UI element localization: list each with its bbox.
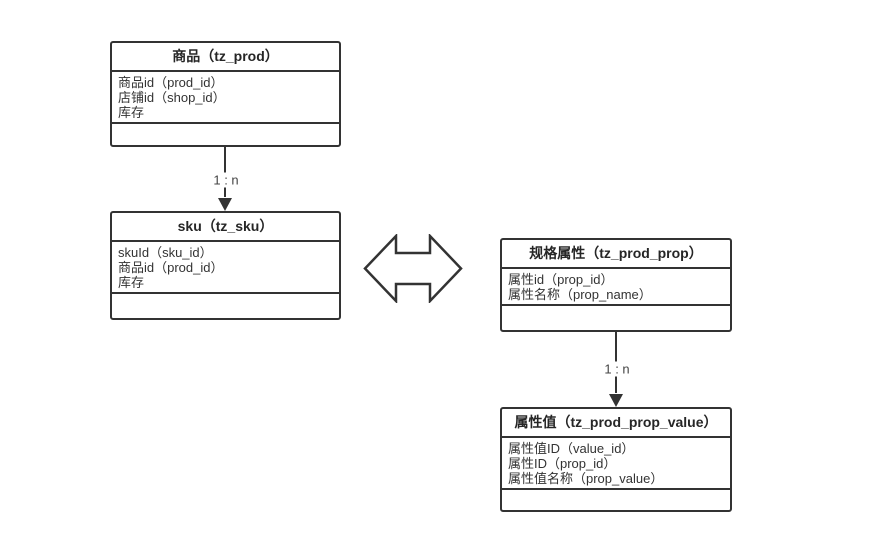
entity-field: 商品id（prod_id） (118, 75, 224, 90)
double-arrow-icon (363, 234, 463, 303)
entity-empty-compartment (502, 490, 730, 510)
entity-fields: 商品id（prod_id） 店铺id（shop_id） 库存 (112, 72, 339, 124)
entity-field: 库存 (118, 105, 145, 120)
entity-title: sku（tz_sku） (112, 213, 339, 242)
cardinality-label: 1 : n (601, 361, 633, 377)
entity-field: 属性ID（prop_id） (508, 456, 617, 471)
connector-prod-sku-line (224, 147, 226, 197)
entity-empty-compartment (502, 306, 730, 330)
entity-field: 属性值名称（prop_value） (508, 471, 664, 486)
arrowhead-down-icon (218, 198, 232, 211)
entity-prod: 商品（tz_prod） 商品id（prod_id） 店铺id（shop_id） … (110, 41, 341, 147)
entity-empty-compartment (112, 294, 339, 318)
entity-fields: 属性id（prop_id） 属性名称（prop_name） (502, 269, 730, 306)
entity-prod-prop-value: 属性值（tz_prod_prop_value） 属性值ID（value_id） … (500, 407, 732, 512)
entity-prod-prop: 规格属性（tz_prod_prop） 属性id（prop_id） 属性名称（pr… (500, 238, 732, 332)
entity-field: 属性id（prop_id） (508, 272, 614, 287)
entity-fields: skuId（sku_id） 商品id（prod_id） 库存 (112, 242, 339, 294)
entity-field: skuId（sku_id） (118, 245, 213, 260)
entity-field: 店铺id（shop_id） (118, 90, 226, 105)
entity-field: 属性值ID（value_id） (508, 441, 635, 456)
cardinality-label: 1 : n (210, 172, 242, 188)
entity-empty-compartment (112, 124, 339, 145)
entity-title: 规格属性（tz_prod_prop） (502, 240, 730, 269)
entity-field: 库存 (118, 275, 145, 290)
entity-field: 商品id（prod_id） (118, 260, 224, 275)
entity-fields: 属性值ID（value_id） 属性ID（prop_id） 属性值名称（prop… (502, 438, 730, 490)
entity-sku: sku（tz_sku） skuId（sku_id） 商品id（prod_id） … (110, 211, 341, 320)
entity-title: 属性值（tz_prod_prop_value） (502, 409, 730, 438)
arrowhead-down-icon (609, 394, 623, 407)
entity-field: 属性名称（prop_name） (508, 287, 652, 302)
entity-title: 商品（tz_prod） (112, 43, 339, 72)
